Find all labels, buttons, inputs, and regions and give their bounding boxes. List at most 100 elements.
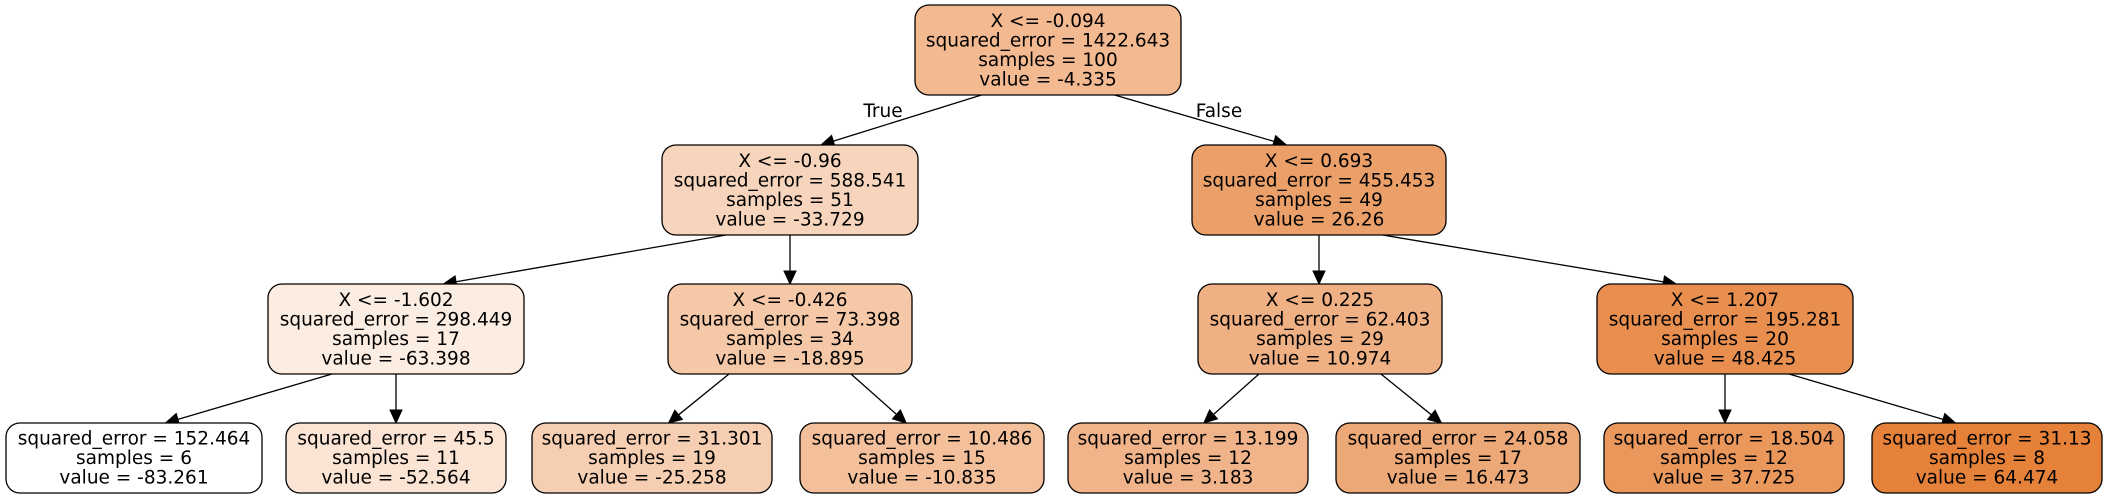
node-text-line: value = 16.473 — [1387, 468, 1530, 489]
node-box — [1335, 422, 1581, 494]
edge-line — [1382, 234, 1664, 283]
node-text-line: value = -25.258 — [577, 468, 726, 489]
tree-edge — [1382, 234, 1678, 289]
node-box — [285, 422, 507, 494]
node-text-line: X <= 1.207 — [1671, 290, 1779, 311]
node-text-line: X <= -0.96 — [738, 151, 841, 172]
node-text-line: value = -10.835 — [847, 468, 996, 489]
edge-line — [1380, 373, 1432, 416]
node-text-line: squared_error = 31.13 — [1882, 429, 2091, 450]
node-text-line: X <= 0.225 — [1266, 290, 1374, 311]
node-text-line: squared_error = 31.301 — [542, 429, 763, 450]
node-text-line: samples = 12 — [1660, 448, 1788, 469]
tree-edge — [1114, 94, 1288, 148]
node-text-line: squared_error = 152.464 — [18, 429, 251, 450]
tree-edge — [783, 235, 797, 286]
edge-line — [455, 234, 727, 283]
node-text-line: samples = 19 — [588, 448, 716, 469]
edge-line — [678, 373, 730, 416]
node-text-line: samples = 34 — [726, 329, 854, 350]
node-text-line: squared_error = 13.199 — [1078, 429, 1299, 450]
node-text-line: X <= -0.094 — [990, 11, 1105, 32]
tree-edge — [442, 234, 727, 289]
node-text-line: value = -52.564 — [321, 468, 470, 489]
node-text-line: X <= 0.693 — [1265, 151, 1373, 172]
node-box — [1871, 422, 2103, 494]
node-text-line: samples = 17 — [1394, 448, 1522, 469]
node-text-line: samples = 8 — [1929, 448, 2045, 469]
node-text-line: samples = 17 — [332, 329, 460, 350]
node-box — [1191, 144, 1447, 236]
node-box — [1197, 283, 1443, 375]
node-text-line: squared_error = 1422.643 — [926, 30, 1170, 51]
node-text-line: samples = 49 — [1255, 190, 1383, 211]
edge-label-false: False — [1196, 101, 1242, 122]
tree-edge — [1202, 373, 1260, 424]
tree-edge — [1718, 374, 1732, 425]
node-box — [1603, 422, 1845, 494]
arrowhead-icon — [1312, 270, 1326, 286]
node-text-line: samples = 51 — [726, 190, 854, 211]
node-text-line: squared_error = 62.403 — [1210, 309, 1431, 330]
node-text-line: samples = 12 — [1124, 448, 1252, 469]
node-box — [267, 283, 525, 375]
arrowhead-icon — [667, 409, 684, 424]
node-text-line: squared_error = 195.281 — [1609, 309, 1842, 330]
node-text-line: samples = 15 — [858, 448, 986, 469]
node-text-line: X <= -1.602 — [338, 290, 453, 311]
tree-edge — [1380, 373, 1443, 424]
node-text-line: samples = 29 — [1256, 329, 1384, 350]
edge-line — [850, 373, 897, 415]
edge-line — [1788, 373, 1944, 420]
tree-edge — [164, 373, 333, 426]
tree-edge — [1312, 235, 1326, 286]
node-text-line: squared_error = 588.541 — [674, 170, 907, 191]
node-box — [1596, 283, 1854, 375]
node-text-line: samples = 11 — [332, 448, 460, 469]
node-text-line: value = 10.974 — [1249, 348, 1392, 369]
node-text-line: squared_error = 10.486 — [812, 429, 1033, 450]
node-box — [914, 4, 1182, 96]
node-text-line: value = -83.261 — [59, 468, 208, 489]
edge-line — [177, 373, 333, 420]
node-text-line: squared_error = 73.398 — [680, 309, 901, 330]
arrowhead-icon — [1718, 409, 1732, 425]
node-text-line: squared_error = 298.449 — [280, 309, 513, 330]
node-box — [661, 144, 919, 236]
edges-layer — [164, 94, 1957, 426]
node-text-line: value = -63.398 — [321, 348, 470, 369]
node-box — [1067, 422, 1309, 494]
node-text-line: samples = 20 — [1661, 329, 1789, 350]
node-text-line: value = -33.729 — [715, 209, 864, 230]
node-text-line: value = -4.335 — [979, 69, 1116, 90]
arrowhead-icon — [891, 408, 908, 424]
node-text-line: value = 3.183 — [1123, 468, 1254, 489]
edge-line — [1213, 373, 1260, 415]
edge-label-true: True — [862, 101, 902, 122]
tree-edge — [1788, 373, 1957, 426]
node-text-line: squared_error = 24.058 — [1348, 429, 1569, 450]
node-box — [667, 283, 913, 375]
tree-edge — [850, 373, 908, 424]
arrowhead-icon — [783, 270, 797, 286]
node-box — [5, 422, 263, 494]
arrowhead-icon — [1202, 408, 1219, 424]
node-text-line: value = -18.895 — [715, 348, 864, 369]
node-text-line: value = 64.474 — [1916, 468, 2059, 489]
edge-line — [1114, 94, 1275, 142]
